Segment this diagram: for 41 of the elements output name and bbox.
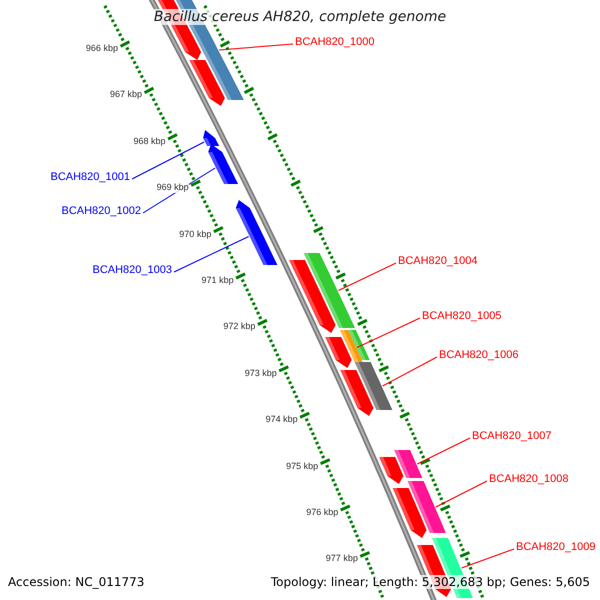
gene-block [354, 362, 392, 410]
leader-line [356, 318, 420, 348]
tick-label: 977 kbp [326, 554, 358, 564]
tick-label: 974 kbp [266, 415, 298, 426]
tick-label: 968 kbp [134, 136, 166, 147]
leader-line [338, 262, 396, 291]
gene-block [236, 200, 278, 265]
leader-line [461, 548, 514, 568]
tick-label: 971 kbp [202, 276, 234, 286]
gene-block [408, 481, 446, 533]
footer-text: Accession: NC_011773 [8, 575, 144, 589]
gene-label: BCAH820_1001 [50, 170, 130, 184]
tick-label: 976 kbp [306, 508, 338, 518]
tick-label: 967 kbp [110, 90, 142, 100]
leader-line [416, 438, 470, 464]
tick-label: 972 kbp [223, 322, 256, 332]
gene-label: BCAH820_1006 [439, 348, 519, 362]
gene-block [203, 130, 220, 146]
gene-block [304, 253, 355, 328]
leader-line [382, 356, 438, 386]
gene-label: BCAH820_1000 [295, 36, 375, 48]
footer-text: Topology: linear; Length: 5,302,683 bp; Genes: 5,605 [270, 575, 590, 589]
tick-label: 975 kbp [286, 462, 318, 472]
gene-label: BCAH820_1005 [422, 310, 502, 322]
gene-label: BCAH820_1002 [61, 204, 141, 218]
tick-label: 966 kbp [86, 44, 118, 54]
gene-label: BCAH820_1003 [92, 264, 172, 276]
gene-block [208, 144, 238, 184]
leader-line [218, 44, 294, 50]
leader-line [435, 480, 488, 508]
tick-label: 973 kbp [244, 368, 277, 379]
leader-line [132, 142, 205, 180]
tick-label: 969 kbp [156, 183, 189, 194]
tick-label: 970 kbp [179, 230, 212, 240]
gene-label: BCAH820_1004 [398, 254, 478, 268]
gene-label: BCAH820_1007 [472, 430, 552, 442]
gene-block [340, 330, 364, 365]
gene-block [394, 450, 422, 478]
gene-label: BCAH820_1008 [489, 472, 569, 486]
gene-label: BCAH820_1009 [516, 540, 596, 554]
leader-line [174, 236, 250, 272]
